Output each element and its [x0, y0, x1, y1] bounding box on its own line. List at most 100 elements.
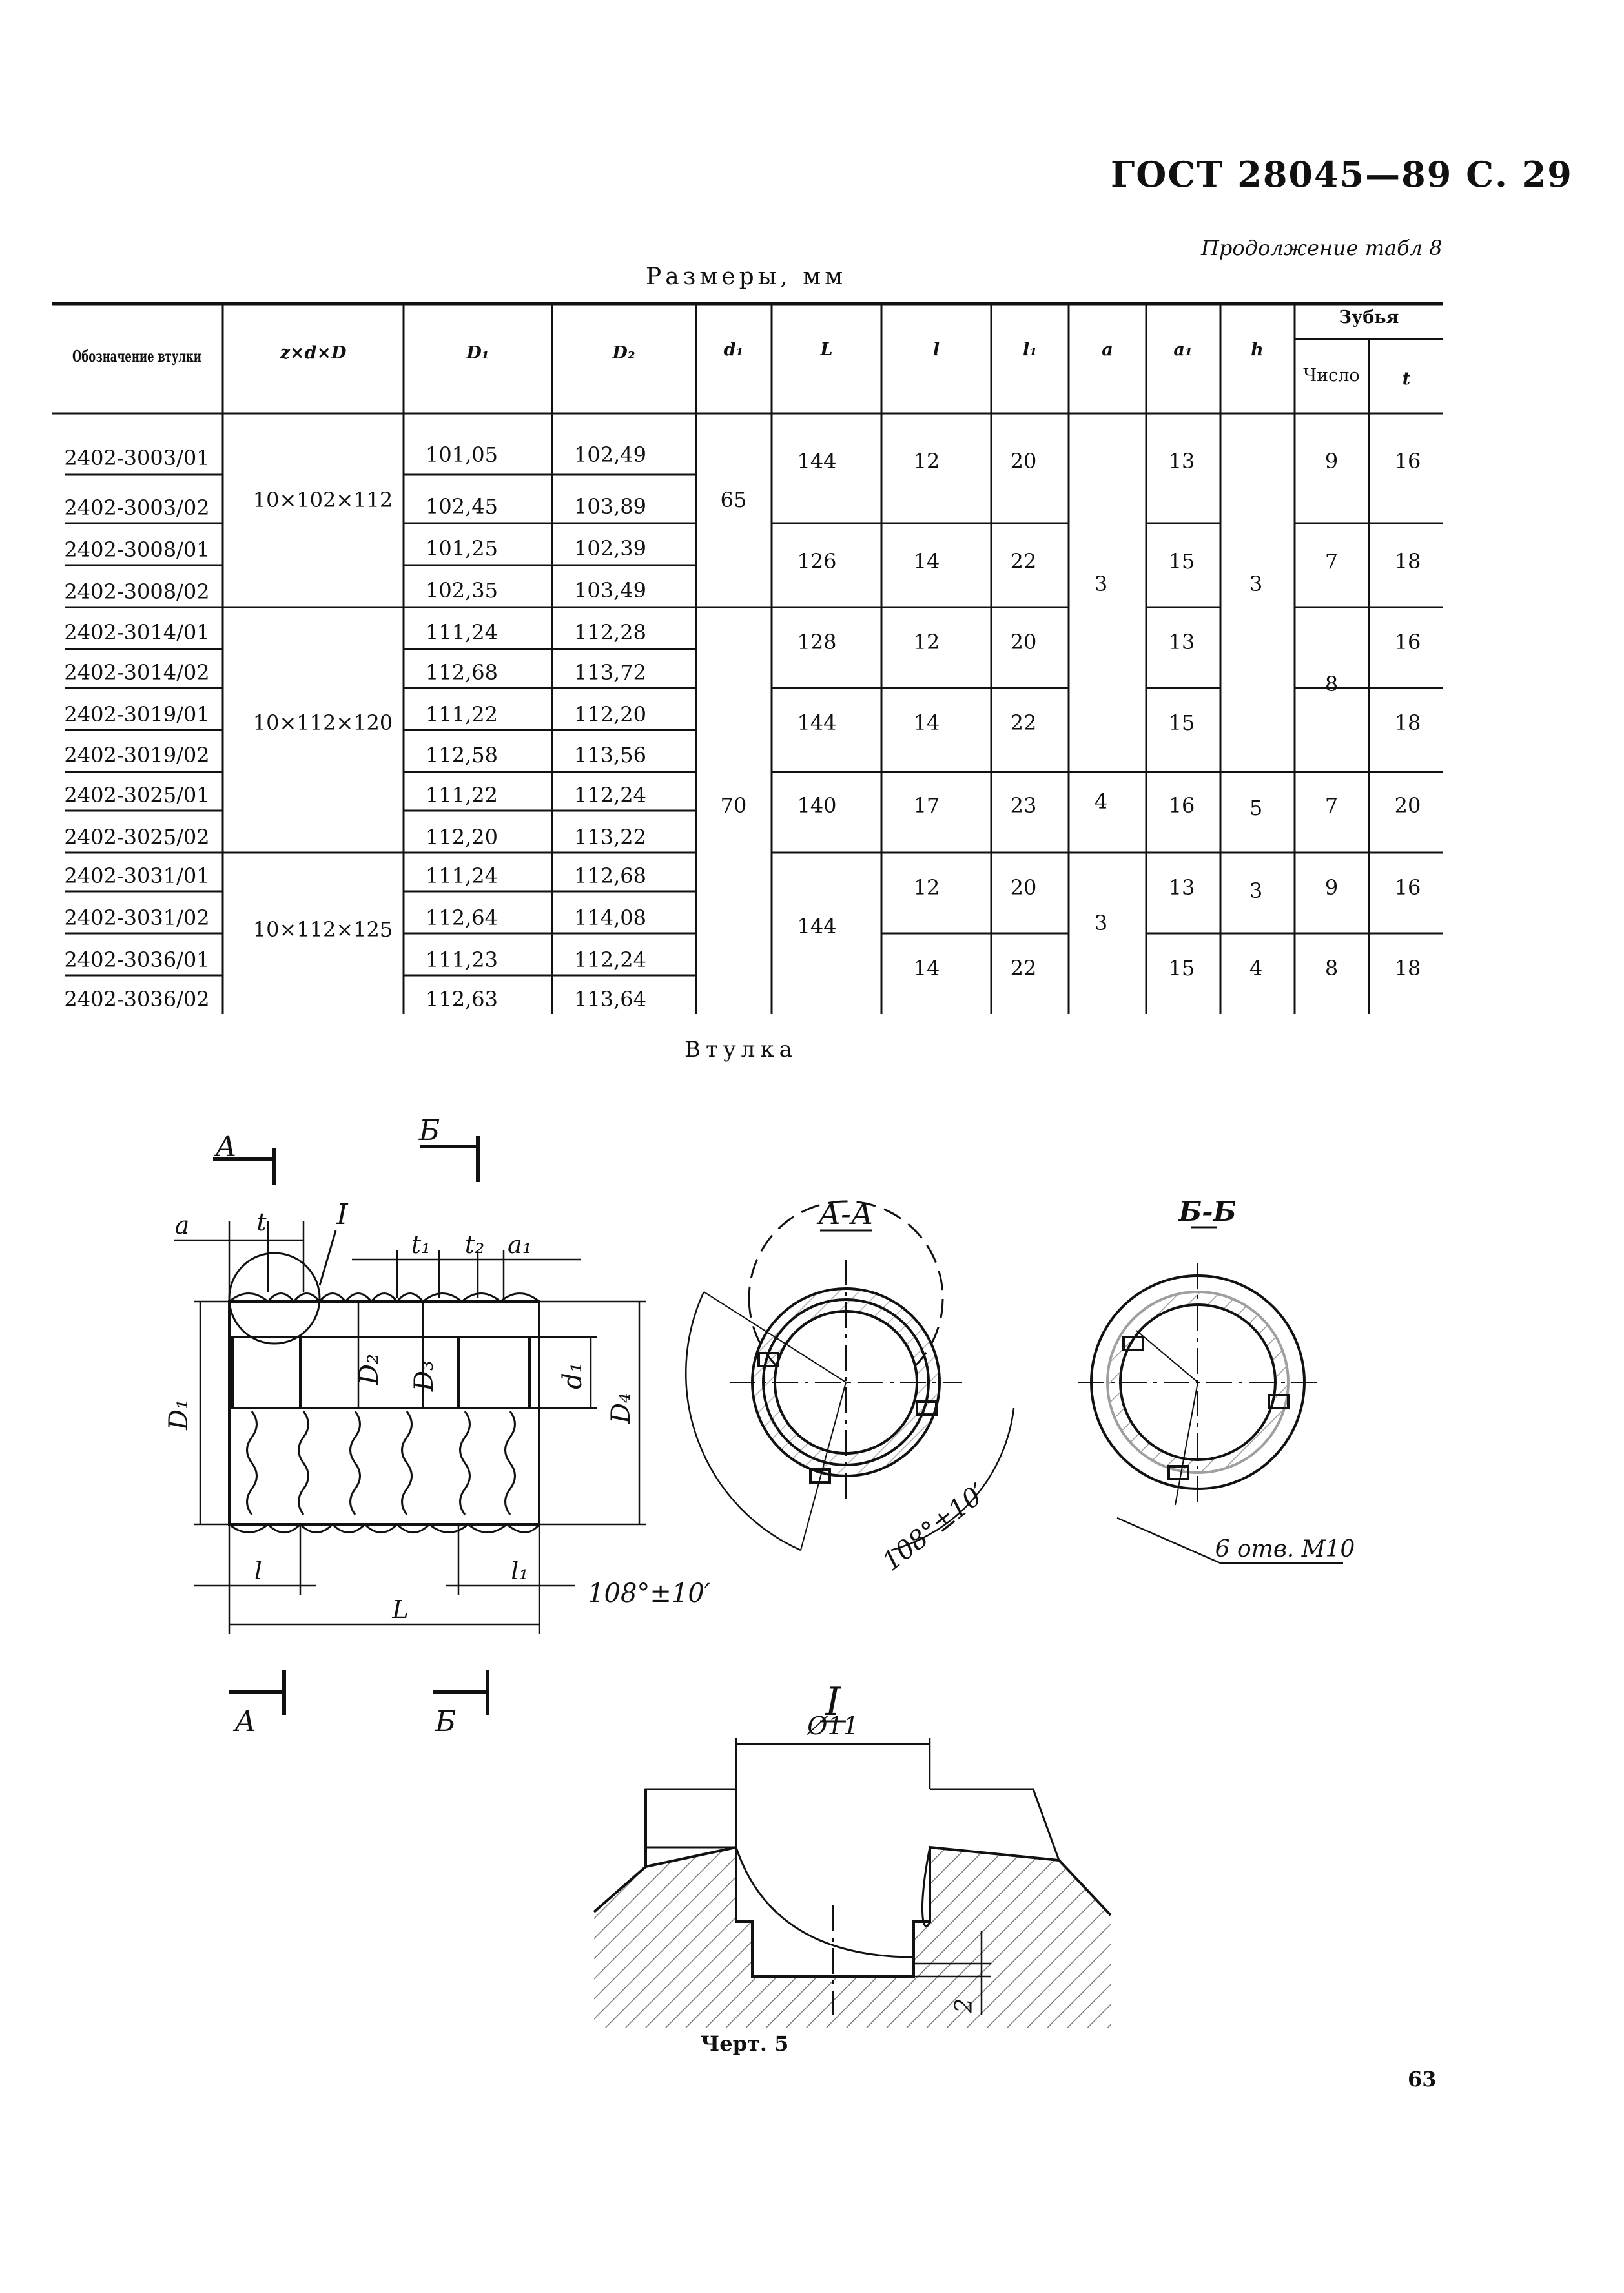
marker-B-top: Б [418, 1114, 440, 1147]
D1-cell: 111,22 [426, 783, 498, 807]
dim-D4: D₄ [606, 1393, 636, 1424]
designation-cell: 2402-3025/02 [64, 825, 209, 849]
l1-cell: 22 [1011, 549, 1037, 574]
bushing-drawing: А Б А Б I a t t₁ t₂ a₁ l l₁ L 108°±10′ D… [164, 1114, 1355, 2028]
teeth-t-cell: 16 [1395, 449, 1421, 473]
section-BB-label: Б-Б [1178, 1196, 1236, 1227]
a1-cell: 15 [1169, 549, 1195, 574]
a1-cell: 15 [1169, 711, 1195, 735]
L-cell: 128 [797, 630, 836, 654]
diameter-label: Ø11 [807, 1712, 859, 1740]
D1-cell: 102,35 [426, 578, 498, 603]
marker-B-bottom: Б [435, 1705, 456, 1738]
zdD-cell: 10×102×112 [253, 488, 393, 512]
h-cell: 4 [1249, 956, 1262, 980]
designation-cell: 2402-3008/02 [64, 579, 209, 604]
D2-cell: 112,20 [574, 702, 646, 727]
L-cell: 144 [797, 914, 836, 939]
D2-cell: 112,68 [574, 864, 646, 888]
h-cell: 5 [1249, 796, 1262, 820]
figure-caption: Втулка [684, 1037, 797, 1063]
l-cell: 12 [914, 449, 940, 473]
teeth-t-cell: 18 [1395, 956, 1421, 980]
header-D1: D₁ [466, 343, 489, 363]
l-cell: 14 [914, 711, 940, 735]
l-cell: 12 [914, 875, 940, 900]
l1-cell: 23 [1011, 793, 1037, 818]
header-l: l [933, 340, 940, 360]
d1-cell: 70 [721, 793, 747, 818]
l-cell: 17 [914, 793, 940, 818]
D2-cell: 102,49 [574, 442, 646, 467]
D1-cell: 112,68 [426, 660, 498, 685]
designation-cell: 2402-3025/01 [64, 783, 209, 807]
header-d1: d₁ [724, 340, 744, 360]
l1-cell: 20 [1011, 875, 1037, 900]
detail-I-label: I [336, 1198, 349, 1231]
D1-cell: 112,63 [426, 987, 498, 1012]
D2-cell: 102,39 [574, 536, 646, 561]
designation-cell: 2402-3003/02 [64, 495, 209, 520]
D1-cell: 101,25 [426, 536, 498, 561]
header-D2: D₂ [612, 343, 635, 363]
D1-cell: 102,45 [426, 494, 498, 519]
section-AA [684, 1200, 1015, 1551]
dim-l: l [254, 1557, 262, 1585]
side-view [174, 1136, 646, 1715]
dim-L: L [391, 1595, 408, 1624]
holes-label: 6 отв. М10 [1215, 1536, 1355, 1562]
L-cell: 140 [797, 793, 836, 818]
D2-cell: 113,22 [574, 825, 646, 849]
a1-cell: 13 [1169, 449, 1195, 473]
dim-t2: t₂ [465, 1230, 485, 1259]
a-cell: 4 [1095, 789, 1107, 814]
dim-a1: a₁ [508, 1230, 532, 1259]
teeth-count-cell: 8 [1325, 956, 1338, 980]
standard-header: ГОСТ 28045—89 С. 29 [1111, 154, 1573, 195]
dim-t: t [256, 1208, 267, 1236]
drawing-number: Черт. 5 [701, 2031, 789, 2056]
designation-cell: 2402-3019/02 [64, 743, 209, 767]
l1-cell: 20 [1011, 449, 1037, 473]
dim-D1: D₁ [164, 1399, 194, 1431]
teeth-t-cell: 18 [1395, 549, 1421, 574]
dim-l1: l₁ [511, 1557, 528, 1585]
D2-cell: 113,56 [574, 743, 646, 767]
l1-cell: 22 [1011, 956, 1037, 980]
header-teeth-count: Число [1303, 366, 1359, 386]
a-cell: 3 [1095, 572, 1107, 596]
l1-cell: 22 [1011, 711, 1037, 735]
a-cell: 3 [1095, 911, 1107, 935]
dim-D2: D₂ [355, 1354, 384, 1385]
units-title: Размеры, мм [646, 264, 847, 290]
teeth-count-cell: 7 [1325, 793, 1338, 818]
d1-cell: 65 [721, 488, 747, 512]
l1-cell: 20 [1011, 630, 1037, 654]
depth-label: 2 [951, 1998, 978, 2014]
D2-cell: 113,64 [574, 987, 646, 1012]
l-cell: 14 [914, 956, 940, 980]
D1-cell: 111,22 [426, 702, 498, 727]
a1-cell: 16 [1169, 793, 1195, 818]
detail-I-title: I [825, 1679, 841, 1725]
section-AA-label: А-А [816, 1196, 873, 1231]
teeth-count-cell: 9 [1325, 875, 1338, 900]
header-a: a [1102, 340, 1113, 360]
header-designation: Обозначение втулки [72, 347, 201, 366]
h-cell: 3 [1249, 878, 1262, 903]
designation-cell: 2402-3014/02 [64, 660, 209, 685]
header-L: L [820, 340, 833, 360]
header-zdD: z×d×D [280, 343, 347, 363]
D2-cell: 113,72 [574, 660, 646, 685]
D1-cell: 111,23 [426, 948, 498, 972]
designation-cell: 2402-3014/01 [64, 620, 209, 645]
D1-cell: 112,64 [426, 906, 498, 930]
designation-cell: 2402-3031/01 [64, 864, 209, 888]
dim-a: a [175, 1211, 190, 1240]
D2-cell: 103,89 [574, 494, 646, 519]
header-teeth: Зубья [1339, 307, 1399, 327]
angle-label-left: 108°±10′ [588, 1579, 710, 1608]
angle-label-right: 108°±10′ [877, 1478, 992, 1577]
teeth-count-cell: 7 [1325, 549, 1338, 574]
teeth-t-cell: 18 [1395, 711, 1421, 735]
